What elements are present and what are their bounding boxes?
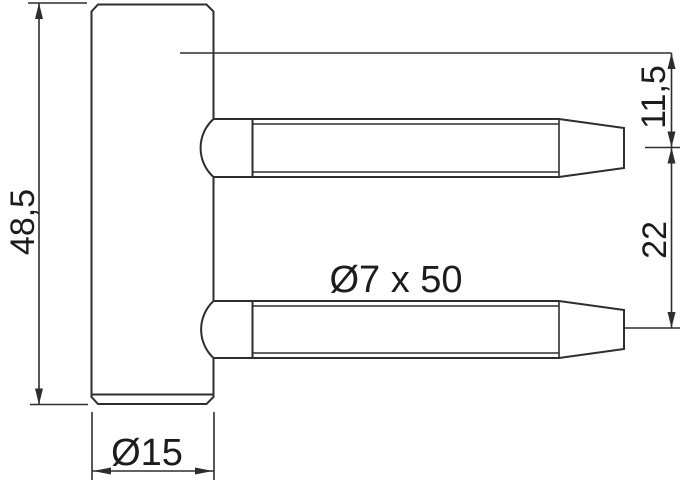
- dim-label-pin-size: Ø7 x 50: [329, 259, 462, 301]
- arrowhead-right: [195, 467, 213, 475]
- arrowhead-up: [667, 147, 676, 164]
- dim-label-body-height: 48,5: [4, 189, 42, 255]
- pin1-cap: [199, 118, 254, 178]
- dimension-body-height: 48,5: [4, 2, 88, 406]
- dimension-pin-spacing: 22: [624, 147, 680, 329]
- pin2-cap: [200, 300, 254, 359]
- arrowhead-down: [667, 312, 676, 328]
- dim-label-pin-spacing: 22: [636, 221, 674, 259]
- pin-1: [199, 118, 625, 178]
- pin2-shaft: [251, 300, 625, 359]
- pin-2: [200, 300, 625, 359]
- arrowhead-down: [667, 131, 676, 148]
- pin1-shaft: [251, 118, 625, 178]
- hinge-body-outline: [90, 3, 215, 405]
- arrowhead-left: [93, 467, 111, 475]
- arrowhead-down: [35, 388, 43, 405]
- arrowhead-up: [35, 3, 43, 19]
- dimension-pin-offset: 11,5: [635, 53, 680, 149]
- arrowhead-up: [667, 53, 676, 69]
- dim-label-body-diameter: Ø15: [111, 432, 183, 474]
- dim-label-pin-offset: 11,5: [635, 65, 673, 129]
- hinge-body: [90, 3, 215, 405]
- dimension-body-diameter: Ø15: [91, 412, 215, 480]
